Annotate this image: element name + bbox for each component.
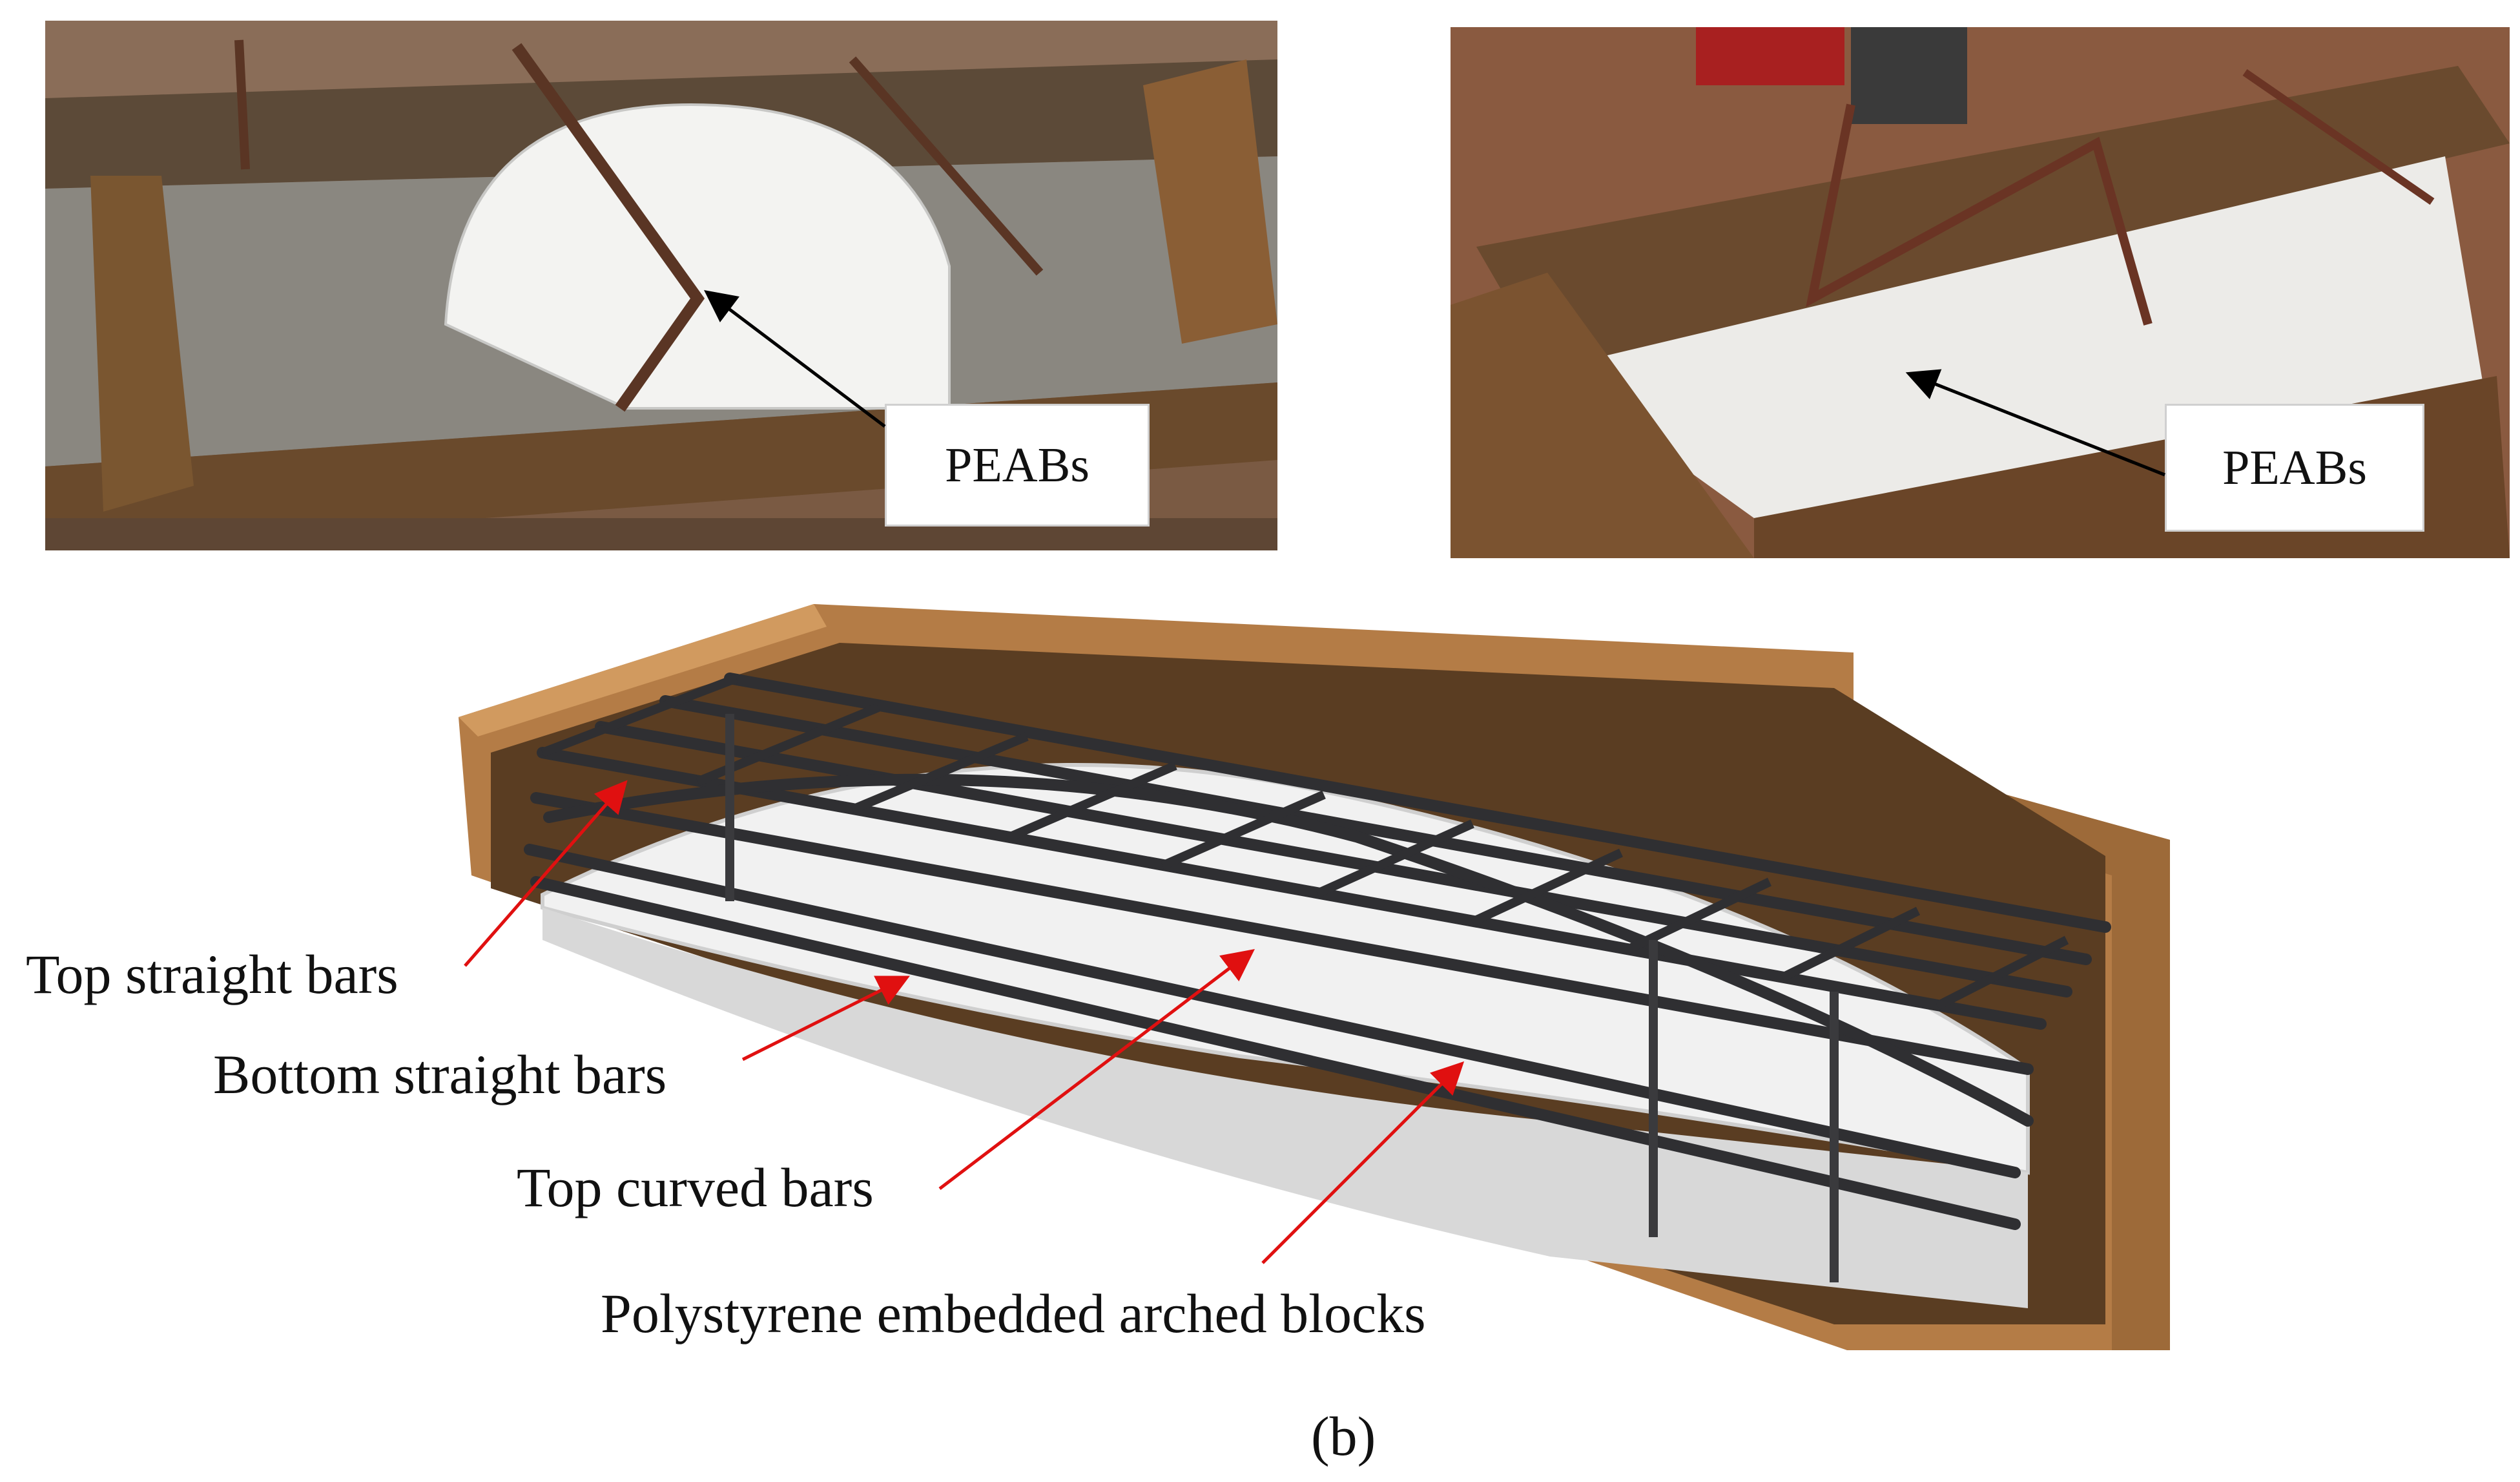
- callout-polystyrene-blocks: Polystyrene embedded arched blocks: [601, 1282, 1426, 1344]
- peabs-label-right: PEABs: [2165, 404, 2424, 532]
- formwork-photo-left-icon: [45, 21, 1277, 550]
- peabs-label-left: PEABs: [885, 404, 1150, 527]
- callout-bottom-straight-bars: Bottom straight bars: [213, 1043, 667, 1105]
- rebar-cage-render-icon: [459, 604, 2170, 1350]
- panel-label: (b): [1311, 1405, 1376, 1467]
- formwork-photo-left: [45, 21, 1277, 550]
- rebar-cage-render: [452, 604, 2222, 1350]
- callout-top-curved-bars: Top curved bars: [517, 1156, 874, 1218]
- callout-top-straight-bars: Top straight bars: [26, 943, 398, 1005]
